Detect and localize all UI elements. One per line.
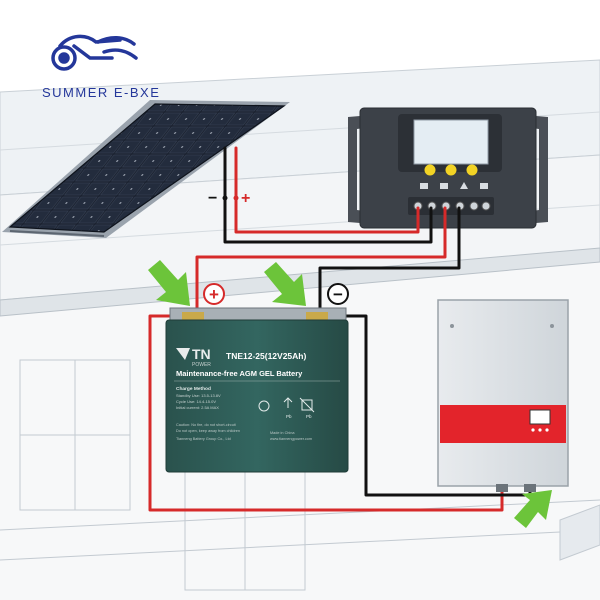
svg-text:+: + (209, 285, 219, 304)
svg-text:Initial current: 2.5A MAX: Initial current: 2.5A MAX (176, 405, 219, 410)
controller-button-3[interactable] (466, 164, 478, 176)
battery-type: Maintenance-free AGM GEL Battery (176, 369, 303, 378)
wiring (148, 146, 532, 512)
controller-terminals (408, 197, 494, 215)
positive-terminal (182, 312, 204, 320)
battery-model: TNE12-25(12V25Ah) (226, 351, 306, 361)
svg-text:−: − (333, 285, 343, 304)
battery: TN POWER TNE12-25(12V25Ah) Maintenance-f… (165, 307, 349, 473)
brand-logo: SUMMER E-BXE (42, 34, 160, 100)
battery-negative-wire (318, 206, 461, 320)
brand-name: SUMMER E-BXE (42, 85, 160, 100)
controller-display (413, 119, 489, 165)
arrow-positive-terminal (148, 260, 190, 306)
bin-icon (301, 399, 313, 411)
battery-indicator-icon (440, 183, 448, 189)
inverter-display (529, 409, 551, 425)
battery-brand-logo: TN POWER (176, 346, 211, 368)
solar-panel (2, 100, 290, 238)
panel-indicator-icon (420, 183, 428, 189)
svg-text:Pb: Pb (306, 414, 312, 419)
svg-text:Cycle Use: 14.4-15.0V: Cycle Use: 14.4-15.0V (176, 399, 216, 404)
panel-polarity: − + (208, 190, 250, 207)
arrow-negative-terminal (264, 262, 306, 306)
ul-mark-icon (258, 400, 270, 412)
recycle-icon (283, 397, 293, 408)
inverter (437, 299, 569, 492)
svg-text:POWER: POWER (192, 362, 211, 368)
panel-positive-wire (234, 146, 420, 234)
panel-positive-symbol: + (241, 190, 250, 207)
arrow-inverter-terminal (514, 490, 552, 528)
svg-text:TN: TN (192, 346, 211, 362)
svg-text:Made in China: Made in China (270, 431, 295, 435)
battery-positive-wire (195, 206, 447, 320)
svg-text:Pb: Pb (286, 414, 292, 419)
charge-controller (348, 107, 548, 229)
battery-cert-icons (258, 397, 315, 413)
svg-text:Do not open, keep away from ch: Do not open, keep away from children (176, 429, 240, 433)
load-indicator-icon (460, 182, 468, 189)
inverter-positive-wire (148, 314, 504, 512)
panel-negative-wire (223, 146, 433, 244)
controller-button-1[interactable] (424, 164, 436, 176)
panel-negative-symbol: − (208, 190, 217, 207)
negative-terminal (306, 312, 328, 320)
battery-positive-badge: + (203, 283, 225, 305)
svg-text:Tianneng Battery Group Co., Lt: Tianneng Battery Group Co., Ltd (176, 437, 231, 441)
inverter-negative-wire (338, 314, 532, 497)
svg-text:Charge Method: Charge Method (176, 386, 211, 392)
light-indicator-icon (480, 183, 488, 189)
svg-text:www.tiannengpower.com: www.tiannengpower.com (270, 437, 312, 441)
controller-button-2[interactable] (445, 164, 457, 176)
svg-text:Caution: No fire, do not short: Caution: No fire, do not short-circuit (176, 423, 237, 427)
battery-negative-badge: − (327, 283, 349, 305)
motorbike-icon (51, 34, 138, 71)
tn-logo-icon (176, 348, 190, 360)
svg-text:Standby Use: 13.5-13.8V: Standby Use: 13.5-13.8V (176, 393, 221, 398)
